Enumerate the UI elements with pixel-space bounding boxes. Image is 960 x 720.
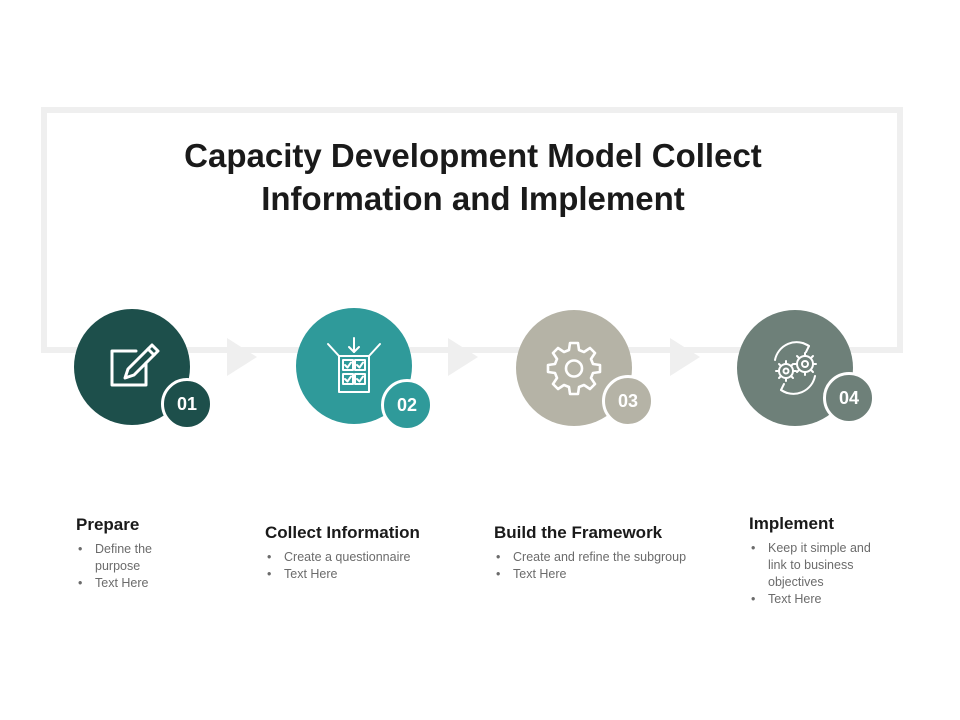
step-4-number-badge: 04 — [823, 372, 875, 424]
step-2-heading: Collect Information — [265, 523, 420, 542]
step-4-text: Implement Keep it simple and link to bus… — [749, 514, 909, 608]
connector-arrow-2 — [448, 338, 478, 376]
title-line-1: Capacity Development Model Collect — [184, 137, 762, 174]
page-title: Capacity Development Model Collect Infor… — [120, 134, 826, 220]
step-2-bullet-2: Text Here — [267, 566, 465, 583]
step-2-number-badge: 02 — [381, 379, 433, 431]
title-line-2: Information and Implement — [261, 180, 685, 217]
step-3-bullet-1: Create and refine the subgroup — [496, 549, 734, 566]
step-4-heading: Implement — [749, 514, 835, 533]
connector-arrow-3 — [670, 338, 700, 376]
step-3-circle — [516, 310, 632, 426]
step-3-text: Build the Framework Create and refine th… — [494, 523, 734, 583]
step-2-text: Collect Information Create a questionnai… — [265, 523, 465, 583]
step-2-bullets: Create a questionnaire Text Here — [265, 549, 465, 583]
checklist-box-icon — [327, 337, 381, 393]
gears-cycle-icon — [774, 341, 817, 395]
step-1-bullets: Define the purpose Text Here — [76, 541, 206, 592]
step-2-bullet-1: Create a questionnaire — [267, 549, 465, 566]
step-1-number-badge: 01 — [161, 378, 213, 430]
step-1-bullet-1: Define the purpose — [78, 541, 175, 575]
step-3-heading: Build the Framework — [494, 523, 663, 542]
edit-note-icon — [110, 343, 160, 387]
step-4-bullets: Keep it simple and link to business obje… — [749, 540, 909, 608]
step-4-bullet-1: Keep it simple and link to business obje… — [751, 540, 892, 591]
step-1-bullet-2: Text Here — [78, 575, 206, 592]
gear-icon — [546, 341, 602, 396]
step-1-heading: Prepare — [76, 515, 140, 534]
step-3-bullets: Create and refine the subgroup Text Here — [494, 549, 734, 583]
step-3-bullet-2: Text Here — [496, 566, 734, 583]
step-4-bullet-2: Text Here — [751, 591, 909, 608]
step-1-text: Prepare Define the purpose Text Here — [76, 515, 206, 592]
connector-arrow-1 — [227, 338, 257, 376]
step-3-number-badge: 03 — [602, 375, 654, 427]
